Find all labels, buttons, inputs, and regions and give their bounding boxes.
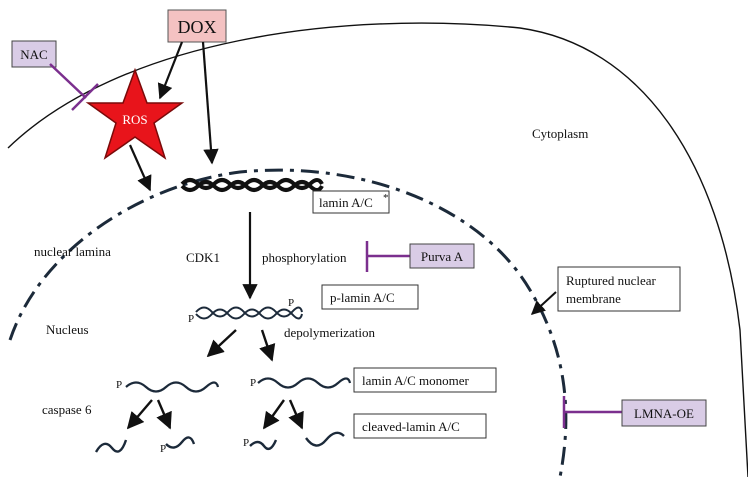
p-lamin-polymer: P P xyxy=(188,297,303,325)
dox-node: DOX xyxy=(167,9,227,43)
lmna-oe-node: LMNA-OE xyxy=(621,399,707,427)
arrow-cleave-1 xyxy=(126,399,153,430)
nucleus-label: Nucleus xyxy=(46,322,89,337)
nuclear-membrane xyxy=(8,168,568,478)
arrow-ruptured-membrane xyxy=(530,291,557,315)
cleaved-box: cleaved-lamin A/C xyxy=(353,413,487,439)
p-mark-6: P xyxy=(243,437,249,449)
arrow-plamin-to-monomer-left xyxy=(206,329,237,358)
purva-a-label: Purva A xyxy=(421,249,464,264)
arrow-dox-to-ros xyxy=(157,41,184,100)
arrow-cleave-2 xyxy=(156,399,172,430)
arrow-cleave-4 xyxy=(288,399,304,430)
monomer-box: lamin A/C monomer xyxy=(353,367,497,393)
p-lamin-label: p-lamin A/C xyxy=(330,290,395,305)
ros-star xyxy=(85,67,185,160)
ruptured-membrane-line2: membrane xyxy=(566,291,621,306)
depolymerization-label: depolymerization xyxy=(284,325,375,340)
nac-label: NAC xyxy=(20,47,47,62)
p-mark-3: P xyxy=(116,379,122,391)
arrow-cleave-3 xyxy=(263,399,285,430)
lamin-polymer xyxy=(180,178,324,192)
cleaved-label: cleaved-lamin A/C xyxy=(362,419,460,434)
ros-label: ROS xyxy=(122,112,147,127)
purva-a-node: Purva A xyxy=(409,243,475,269)
nuclear-lamina-label: nuclear lamina xyxy=(34,244,111,259)
cell-membrane xyxy=(7,22,748,478)
cdk1-label: CDK1 xyxy=(186,250,220,265)
nac-inhibition-line xyxy=(49,63,87,99)
p-mark-1: P xyxy=(188,313,194,325)
monomer-left: P xyxy=(116,379,220,393)
p-mark-4: P xyxy=(250,377,256,389)
ruptured-membrane-box: Ruptured nuclear membrane xyxy=(557,266,681,312)
arrow-plamin-to-monomer-right xyxy=(259,329,276,362)
caspase6-label: caspase 6 xyxy=(42,402,92,417)
nac-inhibition-bar xyxy=(71,83,99,111)
ros-node: ROS xyxy=(85,67,185,160)
cytoplasm-label: Cytoplasm xyxy=(532,126,588,141)
dox-label: DOX xyxy=(178,17,217,37)
p-lamin-box: p-lamin A/C xyxy=(321,284,419,310)
phosphorylation-label: phosphorylation xyxy=(262,250,347,265)
monomer-label: lamin A/C monomer xyxy=(362,373,470,388)
ruptured-membrane-line1: Ruptured nuclear xyxy=(566,273,657,288)
p-mark-5: P xyxy=(160,443,166,455)
lamin-ac-box: lamin A/C * xyxy=(312,190,390,214)
monomer-right: P xyxy=(250,377,352,389)
lamin-ac-label: lamin A/C xyxy=(319,195,373,210)
nac-node: NAC xyxy=(11,40,57,68)
cleaved-fragments: P P xyxy=(94,431,345,455)
arrow-ros-to-nucleus xyxy=(128,144,152,192)
arrow-dox-to-lamin xyxy=(201,41,219,165)
lamin-ac-star: * xyxy=(383,192,389,204)
lmna-oe-label: LMNA-OE xyxy=(634,406,694,421)
p-mark-2: P xyxy=(288,297,294,309)
